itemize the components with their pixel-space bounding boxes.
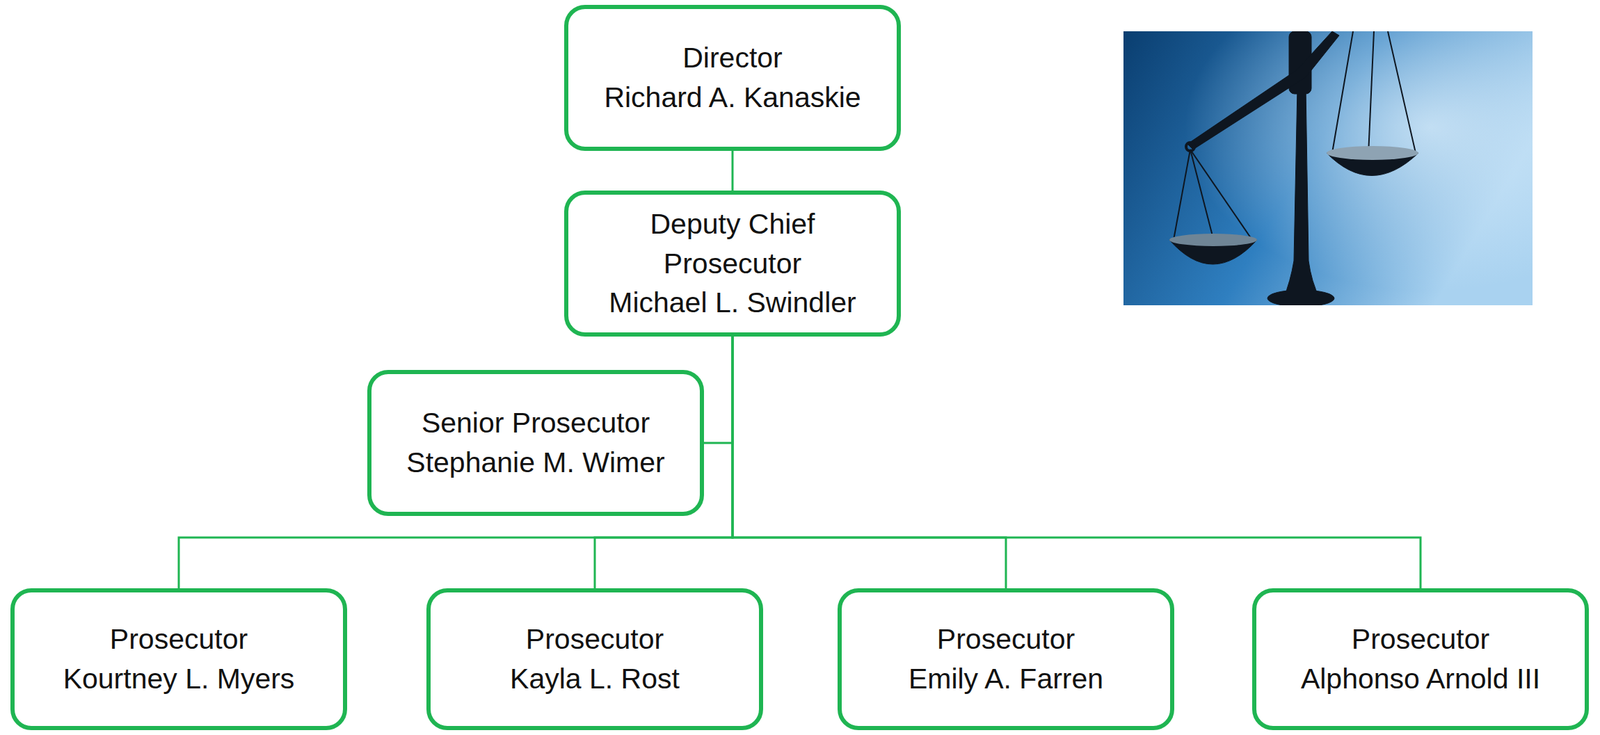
connector-line xyxy=(732,336,1006,589)
connector-line xyxy=(732,336,1421,589)
box-text: Emily A. Farren xyxy=(908,659,1104,700)
org-box: Deputy Chief ProsecutorMichael L. Swindl… xyxy=(564,190,901,337)
box-text: Alphonso Arnold III xyxy=(1300,659,1541,700)
box-text: Stephanie M. Wimer xyxy=(406,443,665,483)
connector-line xyxy=(704,336,733,444)
box-text: Prosecutor xyxy=(1351,619,1490,660)
box-text: Prosecutor xyxy=(525,619,664,660)
box-text: Director xyxy=(682,38,783,78)
photo-ground xyxy=(1123,31,1533,306)
box-text: Richard A. Kanaskie xyxy=(603,77,861,118)
org-box: ProsecutorKourtney L. Myers xyxy=(10,588,348,731)
justice-scale-photo xyxy=(1123,31,1533,306)
org-box: ProsecutorAlphonso Arnold III xyxy=(1252,588,1589,731)
org-box: ProsecutorEmily A. Farren xyxy=(837,588,1175,731)
connector-line xyxy=(731,150,734,191)
org-box: DirectorRichard A. Kanaskie xyxy=(564,4,901,151)
connector-line xyxy=(178,336,733,589)
box-text: Deputy Chief Prosecutor xyxy=(592,204,874,284)
org-box: ProsecutorKayla L. Rost xyxy=(426,588,764,731)
scale-figure xyxy=(1169,31,1419,306)
box-text: Kourtney L. Myers xyxy=(63,659,295,700)
org-box: Senior ProsecutorStephanie M. Wimer xyxy=(367,370,704,517)
box-text: Senior Prosecutor xyxy=(421,403,650,444)
box-text: Michael L. Swindler xyxy=(608,283,857,323)
box-text: Kayla L. Rost xyxy=(509,659,680,700)
photo-glow xyxy=(1123,31,1533,306)
box-text: Prosecutor xyxy=(937,619,1075,660)
box-text: Prosecutor xyxy=(109,619,248,660)
